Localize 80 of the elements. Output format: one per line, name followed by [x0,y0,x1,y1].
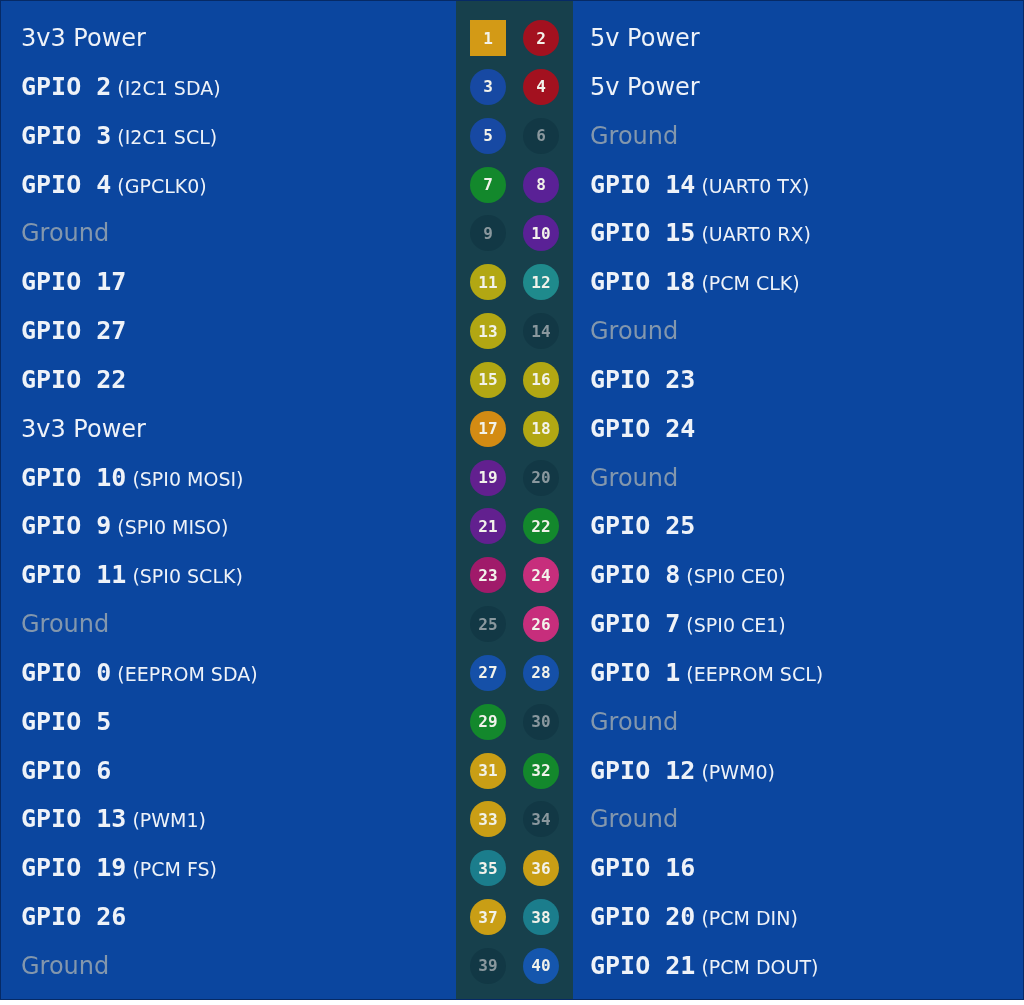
header-pin: 16 [523,361,559,398]
pin-label: 3v3 Power [21,413,146,445]
header-pin: 10 [523,215,559,252]
pin-label: GPIO 1 (EEPROM SCL) [590,656,824,689]
header-pin: 22 [523,508,559,545]
header-pin: 1 [470,20,506,56]
pin-label: GPIO 0 (EEPROM SDA) [21,656,258,689]
pin-label: Ground [21,950,110,982]
pin-label: GPIO 5 [21,705,112,738]
header-pin: 31 [470,752,506,789]
pin-label: Ground [590,316,679,348]
pin-label: GPIO 10 (SPI0 MOSI) [21,461,244,494]
pin-label: GPIO 23 [590,363,696,396]
pin-label: 5v Power [590,23,700,54]
pin-label: GPIO 4 (GPCLK0) [21,168,207,201]
pin-label: GPIO 9 (SPI0 MISO) [21,510,229,543]
header-pin: 28 [523,654,559,691]
header-pin: 20 [523,459,559,496]
header-pin: 21 [470,508,506,545]
header-pin: 17 [470,410,506,447]
pin-label: Ground [590,462,679,494]
header-pin: 33 [470,801,506,838]
pin-label: 3v3 Power [21,23,146,54]
pin-label: GPIO 17 [21,266,127,299]
header-pin: 32 [523,752,559,789]
header-pin: 34 [523,801,559,838]
header-pin: 19 [470,459,506,496]
header-pin: 4 [523,68,559,105]
header-pin: 5 [470,117,506,154]
header-pin: 39 [470,947,506,984]
pin-label: GPIO 6 [21,754,112,787]
header-pin: 29 [470,703,506,740]
pin-label: GPIO 24 [590,412,696,445]
pin-label: GPIO 20 (PCM DIN) [590,901,798,934]
header-pin: 40 [523,947,559,984]
pin-label: Ground [21,609,110,641]
header-pin: 18 [523,410,559,447]
header-pin: 6 [523,117,559,154]
pin-label: GPIO 13 (PWM1) [21,803,206,836]
pin-label: GPIO 11 (SPI0 SCLK) [21,559,243,592]
pin-label: GPIO 26 [21,901,127,934]
pin-label: 5v Power [590,71,700,103]
header-pin: 12 [523,264,559,301]
pin-label: GPIO 7 (SPI0 CE1) [590,608,786,641]
pin-label: GPIO 8 (SPI0 CE0) [590,559,786,592]
header-pin: 26 [523,606,559,643]
header-pin: 2 [523,20,559,56]
header-pin: 24 [523,557,559,594]
header-pin: 36 [523,850,559,887]
header-pin: 14 [523,313,559,350]
header-pin: 15 [470,361,506,398]
pin-label: Ground [590,804,679,836]
header-pin: 38 [523,899,559,936]
header-pin: 13 [470,313,506,350]
pin-label: GPIO 19 (PCM FS) [21,852,218,885]
pin-label: Ground [590,120,679,152]
pin-label: GPIO 25 [590,510,696,543]
pin-label: GPIO 15 (UART0 RX) [590,217,811,250]
header-pin: 9 [470,215,506,252]
header-pin: 11 [470,264,506,301]
pin-label: GPIO 3 (I2C1 SCL) [21,119,218,152]
pin-label: GPIO 27 [21,315,127,348]
header-pin: 37 [470,899,506,936]
header-pin: 23 [470,557,506,594]
header-pin: 8 [523,166,559,203]
pin-label: Ground [21,218,110,250]
header-pin: 25 [470,606,506,643]
pin-label: GPIO 14 (UART0 TX) [590,168,810,201]
pin-label: GPIO 18 (PCM CLK) [590,266,800,299]
pin-label: GPIO 21 (PCM DOUT) [590,949,819,982]
pin-label: GPIO 2 (I2C1 SDA) [21,70,221,103]
header-pin: 7 [470,166,506,203]
header-pin: 30 [523,703,559,740]
pin-label: GPIO 22 [21,363,127,396]
header-pin: 27 [470,654,506,691]
header-pin: 35 [470,850,506,887]
pin-label: Ground [590,706,679,738]
pin-label: GPIO 12 (PWM0) [590,754,775,787]
pin-label: GPIO 16 [590,852,696,885]
header-pin: 3 [470,68,506,105]
